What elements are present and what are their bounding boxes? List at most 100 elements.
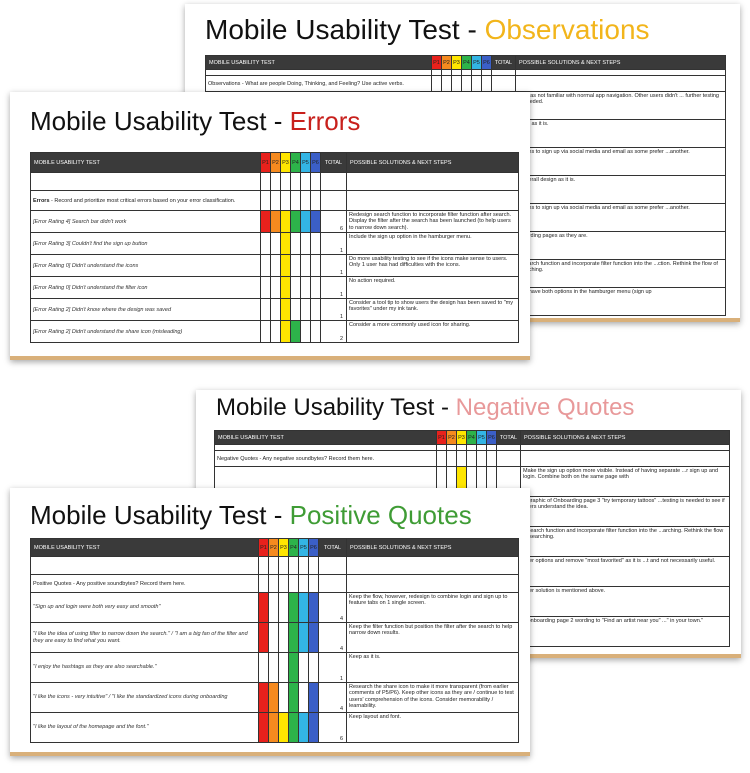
errors-row-total: 1 <box>320 276 347 299</box>
empty-cell <box>318 556 347 575</box>
participant-cell-p4 <box>290 254 301 277</box>
participant-cell-p3 <box>280 320 291 343</box>
column-header-p5: P5 <box>300 152 311 173</box>
negative-section-row: Negative Quotes - Any negative soundbyte… <box>214 450 730 467</box>
empty-cell <box>278 556 289 575</box>
empty-cell <box>431 75 442 92</box>
participant-cell-p4 <box>290 232 301 255</box>
empty-cell <box>260 190 271 211</box>
errors-sheet: Mobile Usability Test - Errors MOBILE US… <box>10 92 530 360</box>
column-header-p6: P6 <box>486 430 497 445</box>
participant-cell-p1 <box>258 652 269 683</box>
column-header-total: TOTAL <box>320 152 347 173</box>
column-header-test: MOBILE USABILITY TEST <box>205 55 432 70</box>
participant-cell-p6 <box>308 652 319 683</box>
table-row: "I enjoy the hashtags as they are also s… <box>30 652 519 683</box>
empty-cell <box>308 556 319 575</box>
participant-cell-p2 <box>270 232 281 255</box>
errors-row-solution: Consider a tool tip to show users the de… <box>346 298 519 321</box>
participant-cell-p5 <box>298 652 309 683</box>
participant-cell-p1 <box>258 682 269 713</box>
positive-quotes-title: Mobile Usability Test - Positive Quotes <box>30 500 472 530</box>
errors-section-rest: - Record and prioritize most critical er… <box>49 197 236 204</box>
column-header-test: MOBILE USABILITY TEST <box>30 152 261 173</box>
errors-row-total: 1 <box>320 232 347 255</box>
positive-spacer-row <box>30 556 519 575</box>
participant-cell-p3 <box>278 652 289 683</box>
participant-cell-p5 <box>300 320 311 343</box>
observations-row-solution: ...tions to sign up via social media and… <box>515 147 726 176</box>
participant-cell-p5 <box>300 276 311 299</box>
participant-cell-p3 <box>280 210 291 233</box>
positive-row-solution: Keep the flow, however, redesign to comb… <box>346 592 519 623</box>
participant-cell-p3 <box>280 254 291 277</box>
participant-cell-p2 <box>268 622 279 653</box>
observations-section-row: Observations - What are people Doing, Th… <box>205 75 726 92</box>
positive-row-total: 4 <box>318 622 347 653</box>
errors-row-solution: Consider a more commonly used icon for s… <box>346 320 519 343</box>
participant-cell-p6 <box>310 210 321 233</box>
column-header-p3: P3 <box>278 538 289 557</box>
positive-row-label: "I like the icons - very intuitive" / "I… <box>30 682 259 713</box>
empty-cell <box>258 574 269 593</box>
participant-cell-p4 <box>288 622 299 653</box>
positive-row-solution: Research the share icon to make it more … <box>346 682 519 713</box>
negative-quotes-title-highlight: Negative Quotes <box>455 394 635 421</box>
empty-cell <box>461 75 472 92</box>
column-header-p1: P1 <box>431 55 442 70</box>
empty-cell <box>30 172 261 191</box>
observations-row-solution: ...oarding pages as they are. <box>515 231 726 260</box>
errors-row-label: [Error Rating 0] Didn't understand the i… <box>30 254 261 277</box>
errors-title: Mobile Usability Test - Errors <box>30 106 361 136</box>
participant-cell-p3 <box>280 298 291 321</box>
positive-row-total: 4 <box>318 592 347 623</box>
participant-cell-p4 <box>290 210 301 233</box>
column-header-p3: P3 <box>280 152 291 173</box>
participant-cell-p1 <box>258 592 269 623</box>
participant-cell-p6 <box>308 682 319 713</box>
observations-row-solution: P3 was not familiar with normal app navi… <box>515 91 726 120</box>
participant-cell-p2 <box>270 298 281 321</box>
errors-row-label: [Error Rating 3] Couldn't find the sign … <box>30 232 261 255</box>
negative-quotes-title: Mobile Usability Test - Negative Quotes <box>216 394 635 421</box>
participant-cell-p6 <box>310 298 321 321</box>
positive-row-label: "I like the idea of using filter to narr… <box>30 622 259 653</box>
empty-cell <box>346 556 519 575</box>
empty-cell <box>441 75 452 92</box>
participant-cell-p5 <box>300 210 311 233</box>
participant-cell-p2 <box>268 712 279 743</box>
empty-cell <box>30 556 259 575</box>
participant-cell-p6 <box>310 276 321 299</box>
participant-cell-p5 <box>300 298 311 321</box>
observations-section-label: Observations - What are people Doing, Th… <box>205 75 432 92</box>
errors-row-label: [Error Rating 2] Didn't know where the d… <box>30 298 261 321</box>
positive-row-solution: Keep as it is. <box>346 652 519 683</box>
empty-cell <box>270 172 281 191</box>
empty-cell <box>278 574 289 593</box>
column-header-p2: P2 <box>270 152 281 173</box>
column-header-p2: P2 <box>268 538 279 557</box>
observations-title-highlight: Observations <box>484 14 650 45</box>
empty-cell <box>456 450 467 467</box>
empty-cell <box>298 574 309 593</box>
positive-row-total: 4 <box>318 682 347 713</box>
errors-row-total: 1 <box>320 298 347 321</box>
positive-section-label: Positive Quotes - Any positive soundbyte… <box>30 574 259 593</box>
participant-cell-p4 <box>290 320 301 343</box>
empty-cell <box>346 190 519 211</box>
observations-title: Mobile Usability Test - Observations <box>205 14 650 45</box>
column-header-solutions: POSSIBLE SOLUTIONS & NEXT STEPS <box>346 538 519 557</box>
participant-cell-p5 <box>300 254 311 277</box>
participant-cell-p2 <box>268 652 279 683</box>
positive-row-total: 1 <box>318 652 347 683</box>
participant-cell-p6 <box>310 254 321 277</box>
participant-cell-p4 <box>288 712 299 743</box>
empty-cell <box>318 574 347 593</box>
participant-cell-p4 <box>290 276 301 299</box>
table-row: [Error Rating 0] Didn't understand the f… <box>30 276 519 299</box>
empty-cell <box>258 556 269 575</box>
participant-cell-p5 <box>298 622 309 653</box>
participant-cell-p5 <box>298 592 309 623</box>
